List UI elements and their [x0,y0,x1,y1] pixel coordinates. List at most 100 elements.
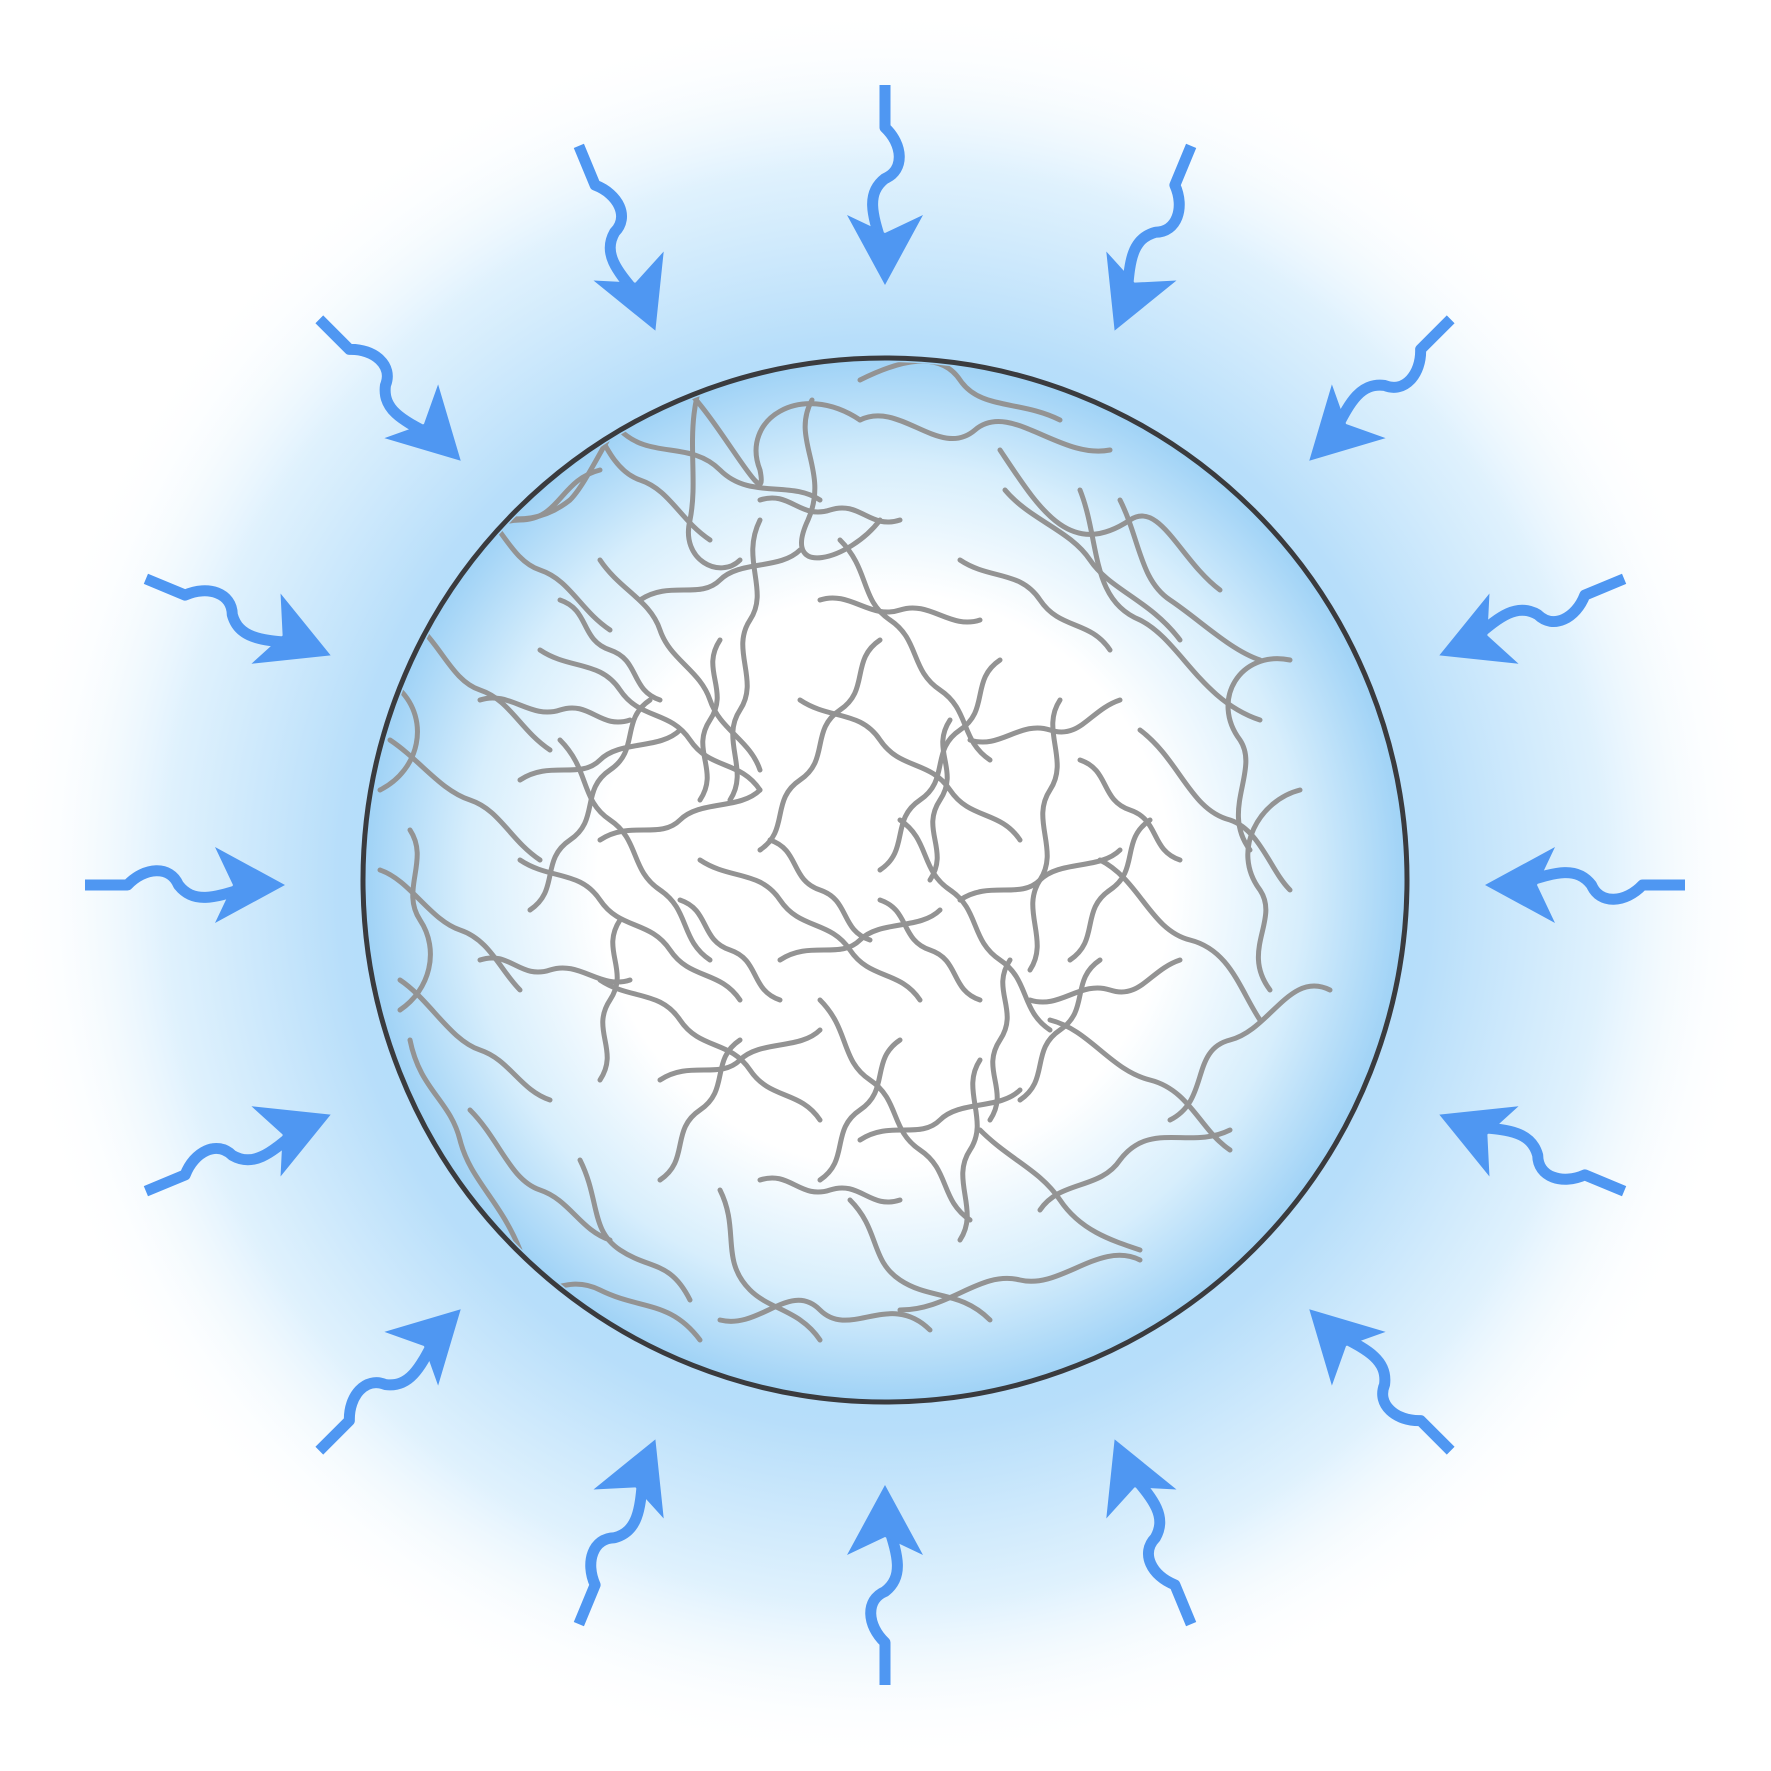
polymer-chain [387,737,543,863]
polymer-chain [1037,1127,1233,1213]
polymer-chain [797,697,1023,843]
arrow-head-icon [1309,1309,1386,1386]
polymer-chain [857,413,1113,454]
polymer-chain [957,557,1113,653]
polymer-chain [685,362,743,571]
polymer-chain [897,1252,1143,1313]
polymer-chain [1077,757,1183,863]
polymer-chain [1167,983,1333,1123]
arrow-head-icon [384,384,461,461]
polymer-chain [767,837,873,943]
polymer-chain [1077,487,1263,723]
polymer-chain [697,637,723,803]
wavy-inward-arrow-icon [1120,143,1197,304]
polymer-chain [1225,656,1293,853]
wavy-inward-arrow-icon [573,143,649,307]
wavy-inward-arrow-icon [1513,867,1685,905]
polymer-chain [477,695,633,725]
polymer-chain [897,817,1053,1033]
arrow-head-icon [847,1485,923,1555]
polymer-chain [1245,787,1303,993]
wavy-inward-arrow-icon [573,1466,650,1627]
arrow-head-icon [1439,1106,1519,1177]
arrow-head-icon [1106,1439,1177,1519]
arrow-head-icon [1106,251,1177,331]
polymer-chain [557,737,713,963]
polymer-chain [957,847,1123,903]
polymer-chain [1027,697,1063,973]
polymer-chain [657,1037,743,1183]
polymer-chain [637,547,803,603]
polymer-chain [537,647,763,793]
polymer-chain [817,997,973,1223]
polymer-chain [727,517,763,803]
polymer-chain [597,787,763,843]
arrow-head-icon [593,1439,664,1519]
wavy-inward-arrow-icon [143,1121,307,1197]
polymer-chain [987,957,1013,1123]
polymer-chain [967,697,1123,745]
polymer-chain [857,362,1063,423]
polymer-network [377,362,1333,1343]
arrow-head-icon [593,251,664,331]
wavy-inward-arrow-icon [315,1327,445,1455]
wavy-inward-arrow-icon [867,85,905,257]
polymer-chain [1117,497,1263,663]
polymer-chain [577,1157,693,1303]
polymer-chain [1137,727,1293,893]
polymer-chain [1017,957,1103,1103]
arrow-head-icon [1309,384,1386,461]
polymer-chain [517,857,743,1003]
wavy-inward-arrow-icon [865,1513,903,1685]
polymer-chain [527,697,653,913]
wavy-inward-arrow-icon [1463,573,1627,649]
arrow-head-icon [1439,593,1519,664]
polymer-chain [1097,857,1263,1023]
polymer-chain [817,595,983,625]
polymer-chain [777,907,943,963]
polymer-chain [1067,817,1153,963]
polymer-chain [757,1175,903,1205]
wavy-inward-arrow-icon [1466,1120,1627,1197]
polymer-chain [467,1107,613,1243]
wavy-inward-arrow-icon [315,315,443,445]
polymer-chain [757,637,883,853]
polymer-chain [977,1127,1143,1253]
arrow-head-icon [1485,847,1555,923]
polymer-chain [597,977,823,1123]
polymer-chain [377,867,523,993]
polymer-chain [1002,487,1183,643]
polymer-chain [717,1187,823,1343]
sphere-outline [360,355,1410,1405]
arrow-head-icon [215,847,285,923]
polymer-chain [1027,957,1183,1005]
arrow-head-icon [384,1309,461,1386]
polymer-chain [407,1037,523,1253]
polymer-chain [517,727,683,783]
polymer-chain [1047,1017,1233,1153]
polymer-chain [397,977,553,1103]
polymer-chain [597,917,623,1083]
polymer-chain [847,1197,993,1323]
polymer-chain [680,383,863,487]
wavy-inward-arrow-icon [1121,1463,1197,1627]
polymer-chain [957,1057,983,1243]
polymer-chain [677,897,783,1003]
arrow-head-icon [847,215,923,285]
arrow-head-icon [251,593,331,664]
polymer-chain [877,657,1003,873]
polymer-chain [817,1037,903,1183]
wavy-inward-arrow-icon [143,573,304,650]
wavy-inward-arrow-icon [1325,315,1455,443]
wavy-inward-arrow-icon [85,865,257,903]
polymer-chain [657,1027,823,1083]
wavy-inward-arrow-icon [1327,1325,1455,1455]
polymer-chain [617,427,823,503]
solvent-arrows [85,85,1685,1685]
polymer-chain [477,955,633,985]
polymer-chain [927,717,953,883]
polymer-chain [407,617,553,753]
polymer-chain [717,1297,933,1333]
